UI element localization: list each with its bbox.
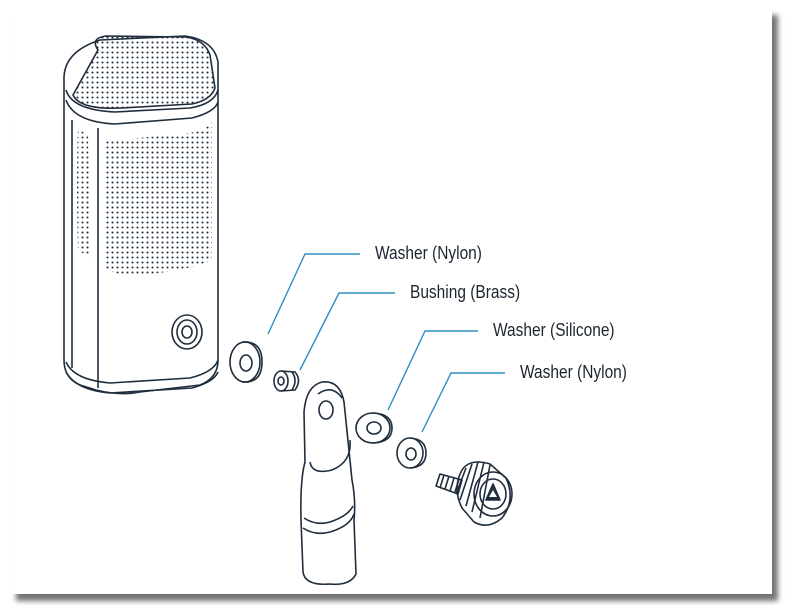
callout-label-washer-nylon-2: Washer (Nylon) xyxy=(520,362,627,382)
callout-label-washer-nylon-1: Washer (Nylon) xyxy=(375,243,482,263)
callout-leaders xyxy=(267,253,505,433)
washer-nylon-1-icon xyxy=(229,341,263,383)
callout-label-bushing-brass: Bushing (Brass) xyxy=(410,282,521,302)
callout-label-washer-silicone: Washer (Silicone) xyxy=(493,320,615,340)
bushing-brass-icon xyxy=(273,370,300,392)
washer-silicone-icon xyxy=(355,412,393,444)
microphone-body-icon xyxy=(63,35,219,395)
mount-arm-icon xyxy=(300,381,357,586)
washer-nylon-2-icon xyxy=(396,437,427,469)
thumb-screw-icon xyxy=(435,461,513,526)
